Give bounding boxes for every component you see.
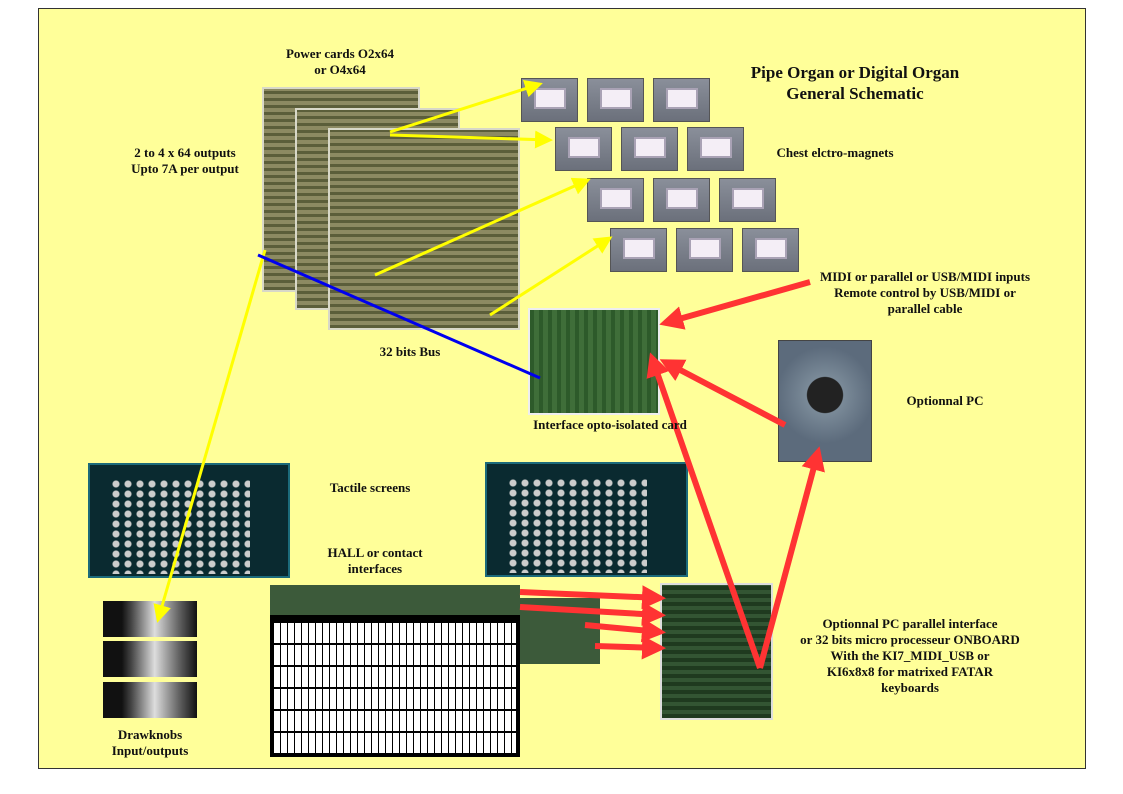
- electro-magnet-image: [719, 178, 776, 222]
- electro-magnet-image: [555, 127, 612, 171]
- yellow-arrow: [374, 177, 591, 277]
- drawknob-image: [103, 682, 197, 718]
- electro-magnet-image: [587, 78, 644, 122]
- bus-line: [257, 253, 541, 380]
- red-arrow: [594, 635, 666, 660]
- tactile-screen-image: [485, 462, 688, 577]
- yellow-arrow: [489, 236, 613, 317]
- interface-card-image: [528, 308, 660, 415]
- electro-magnet-image: [610, 228, 667, 272]
- pc-image: [778, 340, 872, 462]
- interface-label: Interface opto-isolated card: [533, 417, 687, 432]
- electro-magnet-image: [587, 178, 644, 222]
- pc-label: Optionnal PC: [906, 393, 984, 408]
- electro-magnet-image: [676, 228, 733, 272]
- yellow-arrow: [153, 249, 267, 623]
- tactile-label: Tactile screens: [329, 480, 411, 495]
- red-arrow: [646, 352, 763, 669]
- red-arrow: [659, 359, 787, 428]
- red-arrow: [659, 279, 811, 330]
- electro-magnet-image: [687, 127, 744, 171]
- tactile-screen-image: [88, 463, 290, 578]
- red-arrow: [757, 446, 825, 669]
- keyboards-image: [270, 615, 520, 757]
- power-card-image: [328, 128, 520, 330]
- yellow-arrow: [389, 130, 553, 149]
- red-arrow: [519, 601, 666, 626]
- hall-interface-image: [270, 585, 520, 615]
- red-arrow: [584, 618, 666, 643]
- red-arrow: [519, 585, 666, 610]
- drawknob-image: [103, 641, 197, 677]
- bus-label: 32 bits Bus: [379, 344, 441, 359]
- yellow-arrow: [389, 79, 543, 134]
- electro-magnet-image: [742, 228, 799, 272]
- magnets-label: Chest elctro-magnets: [776, 145, 894, 160]
- electro-magnet-image: [653, 178, 710, 222]
- drawknob-image: [103, 601, 197, 637]
- electro-magnet-image: [621, 127, 678, 171]
- electro-magnet-image: [653, 78, 710, 122]
